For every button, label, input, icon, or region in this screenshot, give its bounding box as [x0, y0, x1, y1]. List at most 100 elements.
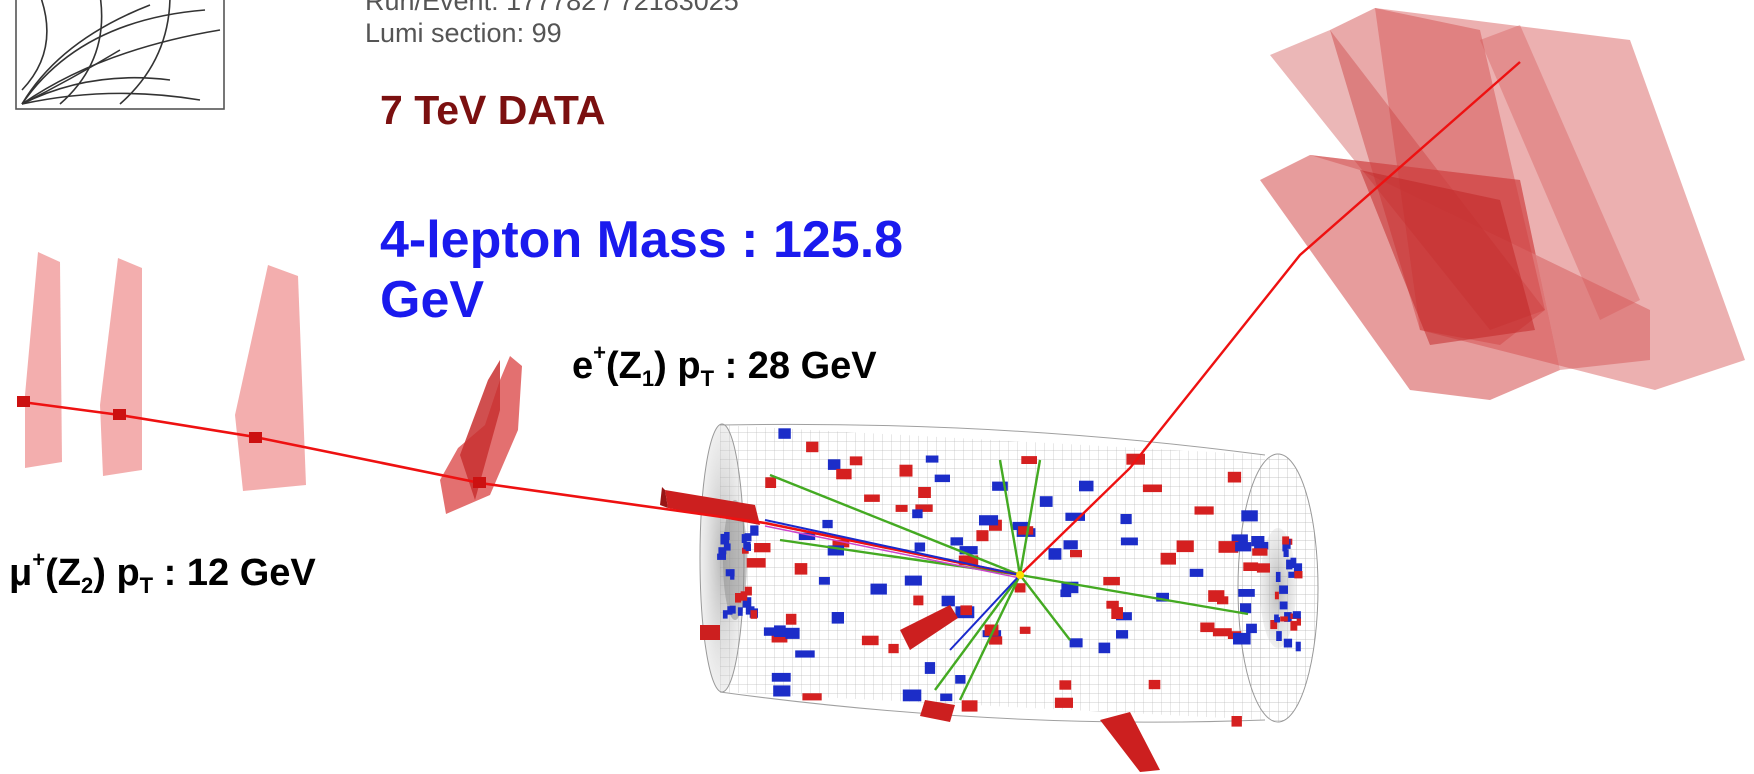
electron-parent-index: 1 [641, 366, 655, 391]
calorimeter-hit [1120, 514, 1132, 525]
calorimeter-hit [1069, 638, 1083, 648]
endcap-hit [745, 544, 751, 551]
endcap-hit [737, 607, 743, 616]
muon-parent-index: 2 [80, 573, 94, 598]
calorimeter-hit [914, 542, 926, 552]
calorimeter-hit [1061, 581, 1079, 594]
calorimeter-hit [1160, 552, 1176, 565]
endcap-hit [1282, 536, 1290, 545]
endcap-hit [1280, 616, 1288, 622]
calorimeter-hit [925, 455, 939, 463]
calorimeter-hit [1039, 496, 1053, 507]
calorimeter-hit [1116, 630, 1129, 639]
calorimeter-hit [773, 685, 791, 697]
endcap-hit [750, 525, 759, 536]
hadronic-towers [660, 487, 1160, 772]
calorimeter-hit [976, 530, 989, 542]
muon-charge: + [32, 547, 46, 572]
calorimeter-hit [1054, 697, 1073, 708]
forward-calorimeter [1260, 8, 1745, 400]
calorimeter-hit [1241, 510, 1258, 522]
calorimeter-hit [1233, 632, 1251, 645]
calorimeter-hit [1231, 534, 1248, 544]
calorimeter-hit [955, 675, 966, 684]
endcap-hit [724, 532, 730, 541]
calorimeter-hit [904, 575, 922, 586]
calorimeter-hit [771, 672, 791, 682]
endcap-hit [1274, 617, 1280, 623]
calorimeter-hit [1200, 622, 1215, 633]
calorimeter-hit [1103, 577, 1120, 586]
endcap-hit [742, 597, 752, 608]
calorimeter-hit [1065, 512, 1085, 521]
cms-logo-icon [15, 0, 225, 110]
calorimeter-hit [915, 504, 933, 512]
run-event-value: 177782 / 72183025 [506, 0, 739, 16]
calorimeter-hit [960, 605, 972, 616]
calorimeter-hit [831, 612, 844, 624]
endcap-hit [1290, 557, 1297, 568]
calorimeter-hit [950, 537, 963, 546]
calorimeter-hit [832, 539, 850, 548]
endcap-hit [1275, 571, 1281, 582]
calorimeter-hit [1231, 716, 1242, 727]
calorimeter-hit [1251, 536, 1265, 547]
electron-pt-value: : 28 GeV [714, 345, 877, 387]
endcap-hit [1283, 549, 1289, 557]
calorimeter-hit [1106, 600, 1119, 609]
calorimeter-hit [941, 595, 955, 607]
calorimeter-hit [1156, 592, 1169, 602]
calorimeter-hit [806, 441, 819, 453]
endcap-hit [1294, 571, 1303, 579]
calorimeter-hit [961, 700, 978, 712]
calorimeter-hit [1070, 550, 1082, 558]
calorimeter-hit [746, 558, 766, 568]
muon-chambers [25, 252, 522, 514]
endcap-hit [744, 533, 752, 542]
endcap-hit [1293, 563, 1303, 574]
endcap-hit [1288, 571, 1297, 578]
calorimeter-hit [1243, 562, 1259, 571]
calorimeter-hit [984, 624, 999, 636]
calorimeter-hit [1238, 589, 1255, 597]
calorimeter-hit [1019, 626, 1031, 634]
calorimeter-hit [1048, 548, 1062, 560]
lumi-section-label: Lumi section: [365, 18, 525, 48]
endcap-hit [1296, 617, 1301, 626]
calorimeter-hit [1240, 603, 1252, 614]
calorimeter-hit [1142, 484, 1162, 493]
calorimeter-hit [785, 627, 800, 639]
electron-pt-index: T [700, 366, 715, 391]
calorimeter-hit [902, 689, 922, 702]
calorimeter-hit [913, 595, 924, 606]
calorimeter-hit [1098, 642, 1111, 654]
calorimeter-hit [827, 459, 841, 470]
calorimeter-hit [1194, 506, 1214, 515]
calorimeter-hit [924, 662, 936, 674]
calorimeter-hit [912, 509, 923, 519]
calorimeter-hit [1012, 521, 1029, 531]
calorimeter-hit [1189, 568, 1204, 577]
calorimeter-hit [1021, 456, 1037, 464]
calorimeter-hit [1218, 541, 1239, 553]
calorimeter-hit [754, 543, 771, 553]
calorimeter-hit [959, 546, 978, 555]
calorimeter-hit [802, 693, 822, 701]
endcap-hit [742, 547, 749, 554]
calorimeter-hit [918, 487, 931, 498]
endcap-hit [1286, 559, 1293, 570]
lumi-section-info: Lumi section: 99 [365, 18, 562, 49]
endcap-hit [1279, 585, 1288, 594]
calorimeter-hit [861, 635, 879, 646]
endcap-hit [1292, 611, 1301, 619]
muon-parent: Z [57, 552, 81, 594]
endcap-hit [1279, 601, 1288, 610]
electron-parent: Z [618, 345, 642, 387]
calorimeter-hit [778, 428, 791, 439]
calorimeter-hit [1148, 679, 1161, 690]
calorimeter-hit [960, 555, 979, 566]
muon-pt-label: μ+(Z2) pT : 12 GeV [9, 547, 316, 598]
muon-pt-value: : 12 GeV [153, 552, 316, 594]
endcap-hit [722, 610, 728, 619]
